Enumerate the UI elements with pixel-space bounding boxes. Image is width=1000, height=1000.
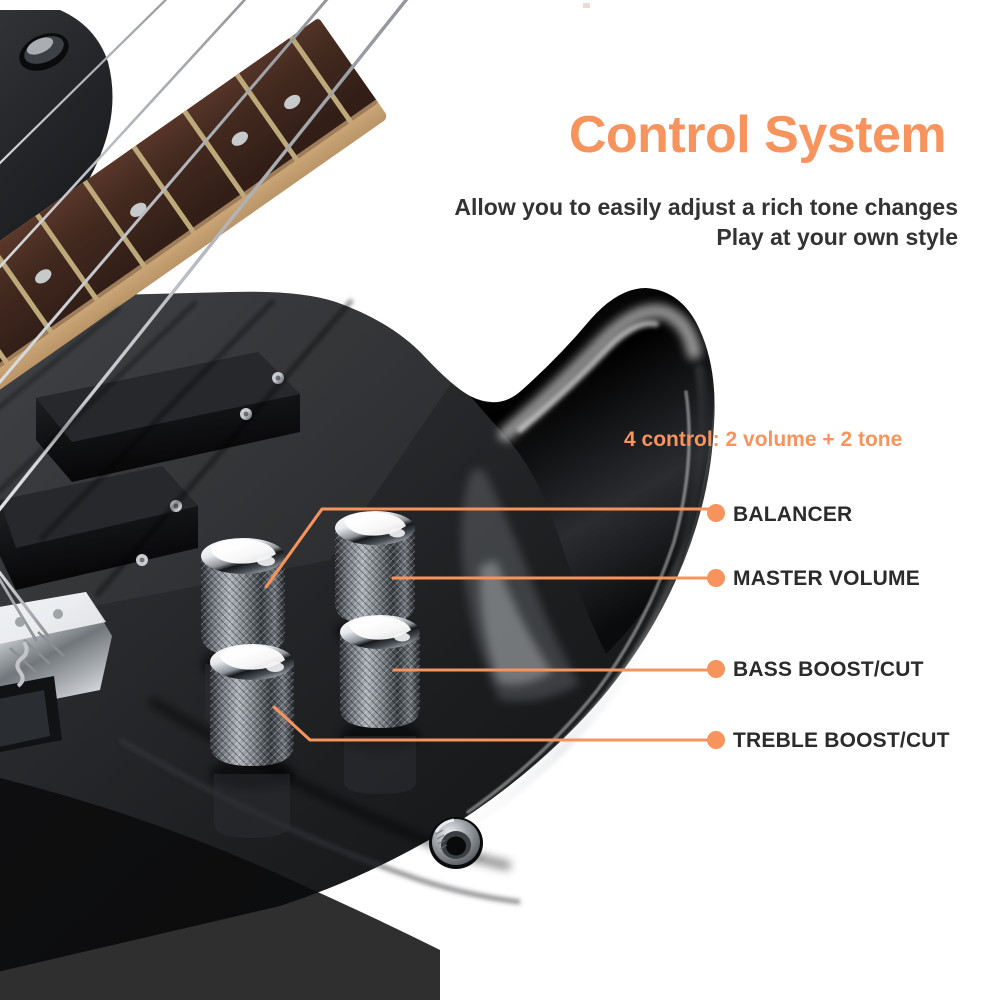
inlay-dots [35,94,301,284]
upper-body-shoulder [0,10,113,278]
callout-label-master-volume: MASTER VOLUME [733,567,920,590]
page-title: Control System [568,106,947,164]
control-count-kicker: 4 control: 2 volume + 2 tone [624,428,903,451]
callout-label-treble-boost-cut: TREBLE BOOST/CUT [733,729,950,752]
callout-label-balancer: BALANCER [733,503,853,526]
page-subtitle: Allow you to easily adjust a rich tone c… [338,192,958,253]
corner-artifact [583,3,590,8]
callout-label-bass-boost-cut: BASS BOOST/CUT [733,658,924,681]
subtitle-line-1: Allow you to easily adjust a rich tone c… [454,194,958,220]
bridge [0,592,112,753]
subtitle-line-2: Play at your own style [716,224,958,251]
frets [0,35,353,365]
strings [0,0,409,642]
output-jack [429,817,483,869]
knob-treble [210,644,294,838]
knob-bass [340,615,420,794]
